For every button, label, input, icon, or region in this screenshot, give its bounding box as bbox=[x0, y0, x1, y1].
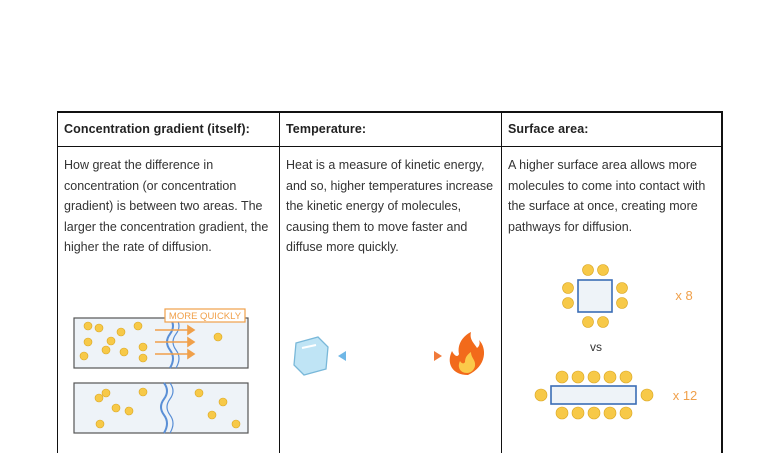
small-surface-box bbox=[577, 279, 613, 313]
membrane-bottom bbox=[160, 382, 168, 434]
header-concentration: Concentration gradient (itself): bbox=[58, 113, 279, 147]
molecules-bottom bbox=[94, 387, 241, 429]
arrows-top bbox=[155, 324, 196, 360]
more-quickly-tag bbox=[164, 308, 246, 323]
molecules-small-cube bbox=[562, 264, 628, 328]
label-x12: x 12 bbox=[673, 388, 698, 403]
container-high-gradient bbox=[73, 317, 249, 369]
temperature-diagram bbox=[293, 332, 485, 376]
header-surface-area: Surface area: bbox=[502, 113, 721, 147]
label-vs: vs bbox=[590, 340, 602, 354]
arrow-left-head bbox=[338, 351, 346, 361]
text-surface-area: A higher surface area allows more molecu… bbox=[508, 158, 706, 234]
column-concentration: Concentration gradient (itself): How gre… bbox=[58, 113, 280, 453]
column-temperature: Temperature: Heat is a measure of kineti… bbox=[280, 113, 502, 453]
molecules-large-box bbox=[534, 370, 654, 420]
label-x8: x 8 bbox=[675, 288, 692, 303]
column-surface-area: Surface area: A higher surface area allo… bbox=[502, 113, 723, 453]
arrow-right-head bbox=[434, 351, 442, 361]
surface-area-diagram: x 8 vs x 12 bbox=[534, 264, 698, 420]
concentration-diagram: MORE QUICKLY bbox=[73, 308, 249, 434]
flame-inner bbox=[458, 352, 476, 373]
ice-highlight bbox=[301, 344, 317, 349]
flame-icon bbox=[449, 332, 485, 375]
membrane-bottom-2 bbox=[166, 382, 174, 434]
header-temperature: Temperature: bbox=[280, 113, 501, 147]
large-surface-box bbox=[550, 385, 637, 405]
more-quickly-label: MORE QUICKLY bbox=[169, 311, 242, 322]
text-temperature: Heat is a measure of kinetic energy, and… bbox=[286, 158, 494, 254]
ice-cube-icon bbox=[293, 336, 329, 376]
molecules-top bbox=[79, 321, 223, 363]
factors-table: Concentration gradient (itself): How gre… bbox=[57, 111, 723, 453]
text-concentration: How great the difference in concentratio… bbox=[64, 158, 269, 254]
